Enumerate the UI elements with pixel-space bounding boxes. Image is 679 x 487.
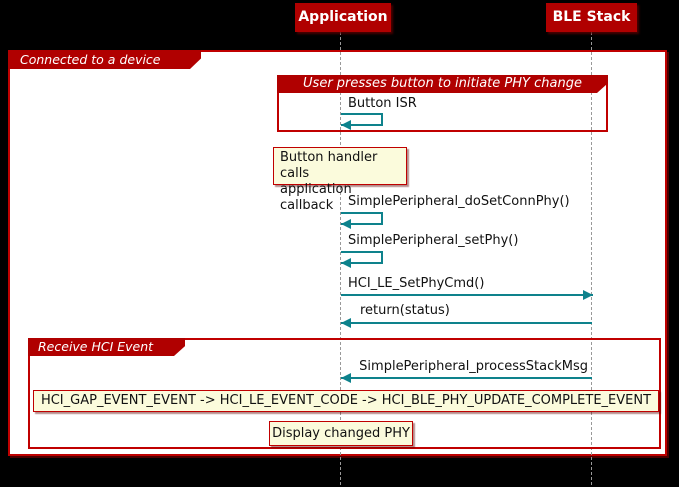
message-do-set-conn-phy: SimplePeripheral_doSetConnPhy() xyxy=(348,194,570,209)
lifeline-application xyxy=(340,32,341,485)
arrowhead-set-phy-icon xyxy=(341,258,351,268)
frame-label-receive-hci-event: Receive HCI Event xyxy=(28,338,185,356)
line-return-status xyxy=(341,322,592,324)
self-arrow-set-phy xyxy=(341,251,383,264)
note-button-handler-line1: Button handler calls xyxy=(280,150,378,181)
arrowhead-process-stack-msg-icon xyxy=(341,373,351,383)
note-button-handler-line2: application callback xyxy=(280,182,352,213)
message-set-phy: SimplePeripheral_setPhy() xyxy=(348,233,519,248)
participant-application: Application xyxy=(295,3,391,32)
frame-connected-to-device xyxy=(8,50,667,456)
frame-receive-hci-event xyxy=(28,338,661,449)
lifeline-ble-stack xyxy=(591,32,592,485)
message-process-stack-msg: SimplePeripheral_processStackMsg xyxy=(359,359,588,374)
frame-label-user-presses-button: User presses button to initiate PHY chan… xyxy=(277,75,608,93)
message-return-status: return(status) xyxy=(360,303,450,318)
self-arrow-do-set-conn-phy xyxy=(341,212,383,225)
arrowhead-hci-le-set-phy-cmd-icon xyxy=(583,290,593,300)
note-display-phy: Display changed PHY xyxy=(269,421,413,446)
note-button-handler: Button handler calls application callbac… xyxy=(273,147,407,213)
arrowhead-button-isr-icon xyxy=(341,120,351,130)
participant-ble-stack: BLE Stack xyxy=(546,3,637,32)
arrowhead-do-set-conn-phy-icon xyxy=(341,219,351,229)
note-event-chain: HCI_GAP_EVENT_EVENT -> HCI_LE_EVENT_CODE… xyxy=(33,390,659,412)
self-arrow-button-isr xyxy=(341,113,383,126)
line-hci-le-set-phy-cmd xyxy=(341,294,593,296)
message-button-isr: Button ISR xyxy=(348,96,417,111)
message-hci-le-set-phy-cmd: HCI_LE_SetPhyCmd() xyxy=(348,276,485,291)
line-process-stack-msg xyxy=(341,377,592,379)
arrowhead-return-status-icon xyxy=(341,318,351,328)
frame-label-connected-to-device: Connected to a device xyxy=(8,50,201,69)
